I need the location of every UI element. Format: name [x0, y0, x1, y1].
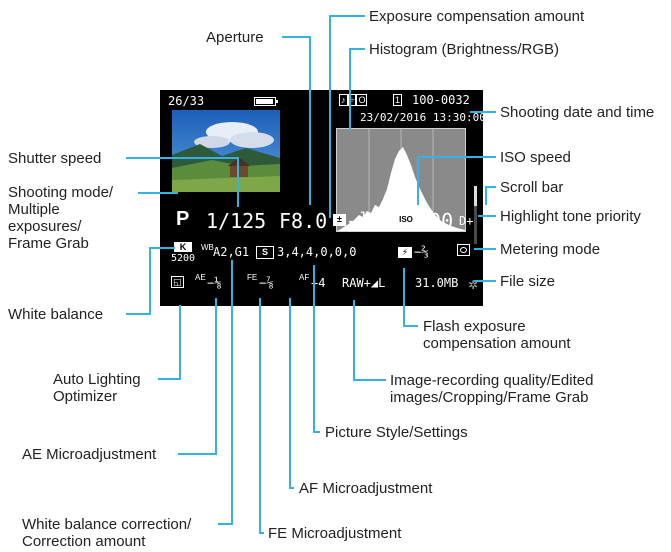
af-micro-value: +4: [311, 276, 326, 290]
auto-lighting-optimizer-icon: ◱: [171, 276, 184, 288]
label-iso-speed: ISO speed: [500, 149, 571, 166]
exposure-comp-value: −⅓: [348, 209, 373, 233]
fe-micro-value: −⅞: [259, 276, 274, 290]
flash-exposure-icon: ⚡: [398, 247, 412, 258]
wb-shift-prefix: WB: [201, 243, 214, 252]
shutter-speed: 1/125: [206, 209, 267, 233]
label-ae-micro: AE Microadjustment: [22, 446, 157, 463]
label-shooting-mode: Shooting mode/ Multiple exposures/ Frame…: [8, 184, 114, 252]
ae-micro-value: −⅛: [207, 276, 222, 290]
scroll-bar[interactable]: [474, 186, 477, 244]
label-scroll-bar: Scroll bar: [500, 179, 564, 196]
label-metering-mode: Metering mode: [500, 241, 601, 258]
label-picture-style: Picture Style/Settings: [325, 424, 468, 441]
image-quality: RAW+◢L: [342, 276, 386, 290]
label-flash-exposure: Flash exposure compensation amount: [423, 318, 571, 352]
label-white-balance: White balance: [8, 306, 104, 323]
leader-af-micro: [289, 298, 294, 489]
picture-style-icon: S: [256, 246, 274, 259]
leader-ae-micro: [178, 298, 217, 455]
processing-icon: ✲: [468, 278, 479, 292]
label-af-micro: AF Microadjustment: [299, 480, 433, 497]
frame-count: 26/33: [168, 94, 205, 108]
label-aperture: Aperture: [206, 29, 264, 46]
label-fe-micro: FE Microadjustment: [268, 525, 402, 542]
label-shutter-speed: Shutter speed: [8, 150, 102, 167]
iso-icon: ISO: [396, 214, 416, 226]
label-wb-correction: White balance correction/ Correction amo…: [22, 516, 192, 550]
card-icon: 1: [393, 94, 403, 106]
battery-icon: [254, 97, 278, 106]
white-balance-icon: K: [174, 242, 192, 252]
picture-style-settings: 3,4,4,0,0,0: [277, 245, 357, 259]
leader-fe-micro: [259, 298, 264, 534]
leader-scroll-bar: [485, 186, 496, 205]
shooting-date-time: 23/02/2016 13:30:00: [360, 111, 486, 124]
aperture-value: F8.0: [279, 209, 328, 233]
label-highlight-tone: Highlight tone priority: [500, 208, 641, 225]
file-number: 100-0032: [412, 93, 470, 107]
camera-playback-screen: 26/33 ♪÷O 1 100-0032 23/02/2016 13:30:00: [160, 90, 486, 306]
label-histogram: Histogram (Brightness/RGB): [369, 41, 560, 58]
label-auto-lighting: Auto Lighting Optimizer: [53, 371, 141, 405]
af-micro-prefix: AF: [299, 273, 310, 282]
rating-protect-icons: ♪÷O: [339, 94, 368, 106]
leader-auto-lighting: [158, 305, 181, 380]
iso-value: 400: [417, 209, 454, 233]
fe-micro-prefix: FE: [247, 273, 258, 282]
exposure-comp-icon: ±: [333, 214, 346, 226]
file-size-value: 31.0MB: [415, 276, 459, 290]
highlight-tone-priority: D+: [459, 214, 474, 228]
white-balance-kelvin: 5200: [171, 253, 196, 264]
flash-exposure-value: −⅔: [414, 245, 429, 259]
label-shooting-date: Shooting date and time: [500, 104, 655, 121]
shooting-mode: P: [176, 208, 190, 230]
wb-shift-value: A2,G1: [213, 245, 250, 259]
label-image-quality: Image-recording quality/Edited images/Cr…: [390, 372, 594, 406]
image-thumbnail: [172, 110, 280, 192]
leader-image-quality: [353, 300, 386, 381]
label-file-size: File size: [500, 273, 556, 290]
label-exposure-compensation: Exposure compensation amount: [369, 8, 585, 25]
ae-micro-prefix: AE: [195, 273, 206, 282]
metering-mode-icon: [457, 244, 470, 256]
